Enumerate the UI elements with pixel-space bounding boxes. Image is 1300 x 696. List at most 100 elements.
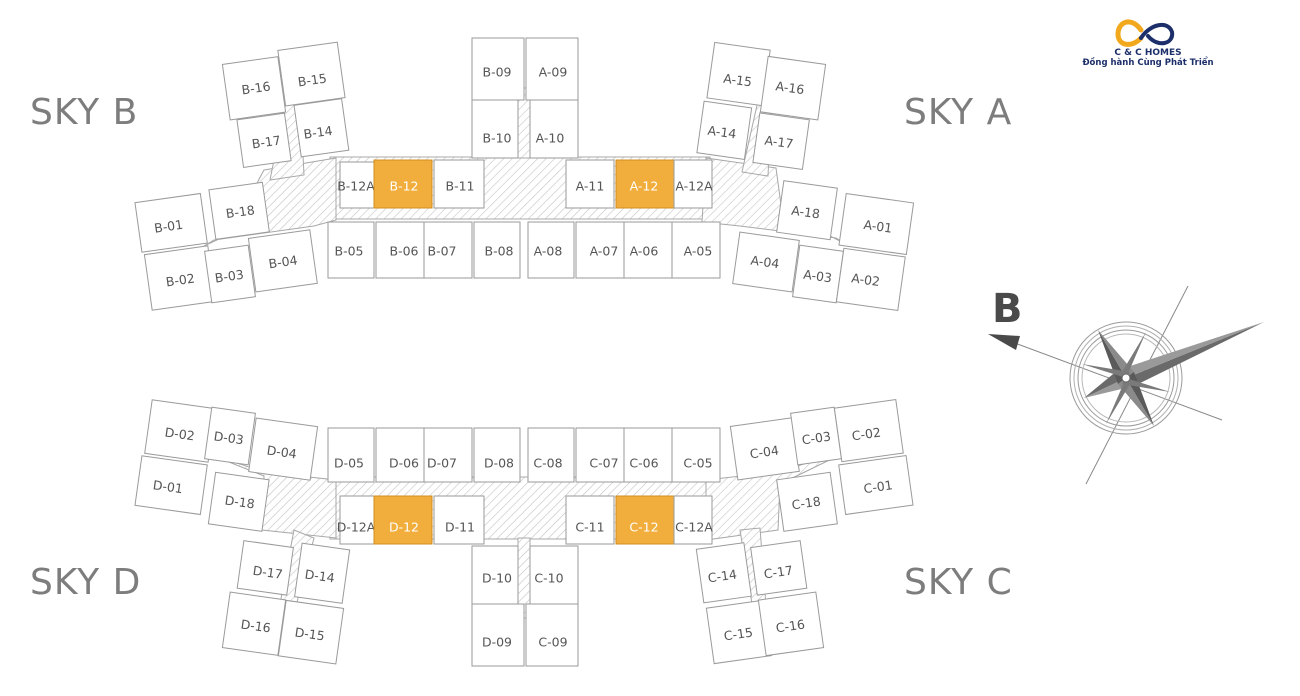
- unit-cell[interactable]: C-09: [525, 603, 579, 667]
- unit-cell[interactable]: D-02: [144, 399, 217, 463]
- unit-cell[interactable]: C-06: [623, 427, 673, 483]
- unit-cell[interactable]: B-12: [373, 159, 433, 209]
- unit-cell[interactable]: B-05: [327, 221, 375, 279]
- unit-cell[interactable]: D-04: [248, 417, 319, 481]
- unit-cell[interactable]: C-18: [776, 471, 838, 532]
- unit-label: B-05: [335, 244, 364, 259]
- compass-letter: B: [992, 286, 1023, 332]
- logo-brand-name: C & C HOMES: [1114, 48, 1182, 58]
- unit-cell[interactable]: A-12: [615, 159, 675, 209]
- unit-cell[interactable]: D-16: [221, 591, 287, 656]
- brand-logo: C & C HOMES Đồng hành Cùng Phát Triển: [1082, 14, 1214, 68]
- unit-cell[interactable]: A-02: [835, 247, 906, 312]
- unit-label: D-17: [252, 563, 284, 582]
- unit-cell[interactable]: A-11: [565, 159, 615, 209]
- unit-label: B-03: [214, 267, 245, 286]
- unit-cell[interactable]: C-17: [750, 540, 808, 596]
- unit-cell[interactable]: A-07: [575, 221, 625, 279]
- unit-cell[interactable]: B-07: [423, 221, 473, 279]
- unit-label: A-11: [576, 179, 605, 194]
- unit-label: C-18: [791, 494, 822, 513]
- unit-cell[interactable]: A-03: [792, 244, 844, 304]
- unit-cell[interactable]: C-08: [527, 427, 575, 483]
- unit-cell[interactable]: D-01: [134, 455, 208, 516]
- unit-label: D-02: [164, 424, 196, 443]
- unit-label: B-07: [428, 244, 457, 259]
- unit-cell[interactable]: D-15: [277, 599, 345, 665]
- unit-cell[interactable]: C-12: [615, 495, 675, 545]
- unit-cell[interactable]: D-12A: [337, 495, 376, 545]
- unit-cell[interactable]: B-14: [293, 98, 350, 158]
- unit-cell[interactable]: D-12: [373, 495, 433, 545]
- unit-cell[interactable]: C-04: [729, 417, 800, 481]
- unit-cell[interactable]: C-01: [838, 454, 914, 516]
- unit-cell[interactable]: D-18: [207, 471, 270, 532]
- unit-cell[interactable]: C-16: [757, 591, 825, 657]
- unit-label: B-15: [297, 71, 328, 90]
- unit-cell[interactable]: D-10: [471, 545, 519, 605]
- unit-cell[interactable]: A-14: [696, 100, 753, 160]
- unit-cell[interactable]: A-12A: [673, 159, 713, 209]
- unit-cell[interactable]: C-12A: [673, 495, 713, 545]
- unit-cell[interactable]: B-10: [471, 99, 519, 159]
- unit-cell[interactable]: C-11: [565, 495, 615, 545]
- unit-cell[interactable]: D-07: [423, 427, 473, 483]
- unit-cell[interactable]: C-10: [529, 545, 579, 605]
- unit-cell[interactable]: A-06: [623, 221, 673, 279]
- unit-label: A-10: [536, 131, 565, 146]
- unit-label: A-14: [707, 123, 738, 142]
- unit-cell[interactable]: B-18: [208, 181, 270, 240]
- logo-slogan: Đồng hành Cùng Phát Triển: [1082, 58, 1214, 68]
- unit-label: A-07: [590, 244, 619, 259]
- unit-cell[interactable]: D-14: [294, 542, 351, 604]
- unit-cell[interactable]: D-06: [375, 427, 425, 483]
- unit-cell[interactable]: B-09: [471, 37, 525, 101]
- unit-cell[interactable]: B-04: [247, 229, 318, 293]
- unit-label: C-09: [538, 635, 567, 650]
- unit-label: D-03: [213, 428, 245, 447]
- unit-cell[interactable]: B-11: [433, 159, 485, 209]
- unit-cell[interactable]: A-17: [752, 112, 810, 170]
- unit-cell[interactable]: C-03: [790, 406, 842, 466]
- unit-label: B-17: [251, 133, 282, 152]
- unit-cell[interactable]: B-06: [375, 221, 425, 279]
- unit-label: D-14: [304, 566, 336, 585]
- unit-cell[interactable]: A-18: [776, 180, 838, 241]
- unit-cell[interactable]: C-05: [671, 427, 721, 483]
- unit-cell[interactable]: A-09: [525, 37, 579, 101]
- unit-cell[interactable]: D-03: [204, 406, 256, 466]
- unit-cell[interactable]: D-11: [433, 495, 485, 545]
- unit-label: B-16: [241, 79, 272, 98]
- unit-cell[interactable]: B-01: [134, 192, 208, 253]
- unit-cell[interactable]: B-12A: [337, 161, 375, 209]
- unit-cell[interactable]: D-08: [473, 427, 521, 483]
- unit-label: C-05: [683, 456, 712, 471]
- unit-cell[interactable]: C-07: [575, 427, 625, 483]
- unit-cell[interactable]: A-15: [706, 41, 771, 107]
- unit-cell[interactable]: D-05: [327, 427, 375, 483]
- unit-label: A-17: [764, 132, 795, 151]
- unit-cell[interactable]: A-16: [759, 55, 827, 121]
- unit-cell[interactable]: A-08: [527, 221, 575, 279]
- unit-label: D-16: [240, 616, 272, 635]
- unit-cell[interactable]: B-16: [221, 56, 287, 121]
- unit-cell[interactable]: A-05: [671, 221, 721, 279]
- unit-label: A-09: [539, 65, 568, 80]
- unit-cell[interactable]: D-09: [471, 603, 525, 667]
- unit-cell[interactable]: A-10: [529, 99, 579, 159]
- unit-cell[interactable]: D-17: [236, 540, 294, 596]
- unit-label: A-12: [630, 179, 659, 194]
- unit-cell[interactable]: C-15: [705, 599, 773, 665]
- unit-cell[interactable]: B-15: [277, 41, 346, 107]
- unit-label: C-14: [707, 567, 738, 586]
- unit-label: B-06: [390, 244, 419, 259]
- unit-cell[interactable]: A-04: [732, 231, 800, 293]
- unit-cell[interactable]: B-17: [236, 112, 292, 168]
- unit-cell[interactable]: B-08: [473, 221, 521, 279]
- unit-cell[interactable]: A-01: [838, 192, 915, 256]
- unit-cell[interactable]: C-02: [833, 398, 904, 463]
- unit-cell[interactable]: C-14: [695, 542, 752, 604]
- unit-cell[interactable]: B-03: [204, 244, 256, 304]
- unit-label: C-12: [629, 520, 658, 535]
